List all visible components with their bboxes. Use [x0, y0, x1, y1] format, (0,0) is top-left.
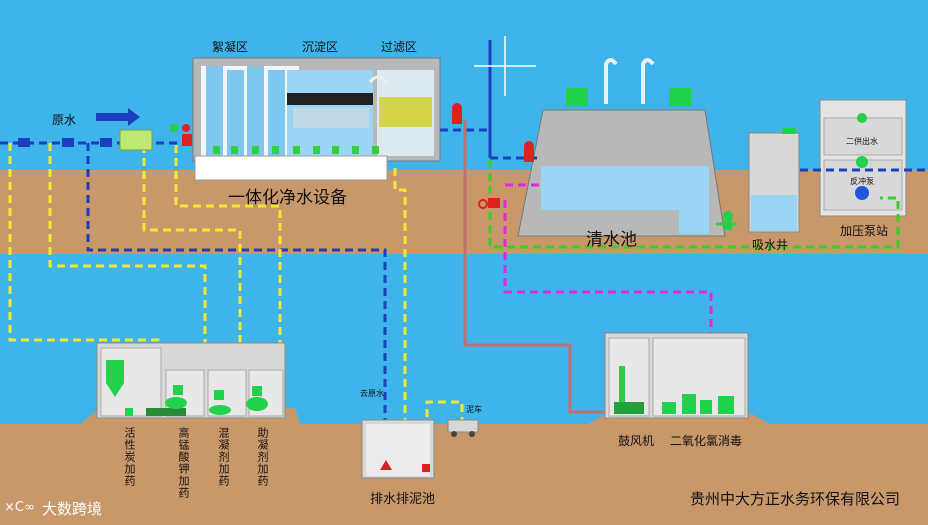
- sedimentation-zone-label: 沉淀区: [302, 40, 339, 54]
- static-mixer: [119, 129, 153, 151]
- suction-well: [748, 128, 800, 233]
- dosing-label-permanganate: 高锰酸钾加药: [177, 427, 190, 499]
- vent-box-right: [669, 88, 691, 106]
- watermark-logo: ×C∞: [4, 500, 35, 515]
- booster-station-label: 加压泵站: [840, 224, 889, 238]
- dosing-label-flocculant-aid: 助凝剂加药: [256, 427, 269, 487]
- filter-media: [379, 97, 432, 127]
- to-raw-water-label: 去原水: [360, 389, 384, 398]
- raw-water-label: 原水: [52, 113, 77, 127]
- dosing-label-carbon: 活性炭加药: [123, 427, 136, 487]
- company-name: 贵州中大方正水务环保有限公司: [690, 490, 901, 508]
- secondary-supply-out-label: 二供出水: [846, 137, 878, 146]
- carbon-hopper: [106, 360, 124, 397]
- equipment-base: [194, 155, 388, 181]
- blower-label: 鼓风机: [618, 434, 655, 448]
- clear-water-tank: [517, 58, 726, 237]
- raw-water-valves: [18, 124, 192, 151]
- sludge-truck-label: 泥车: [466, 405, 482, 414]
- disinfection-room: [604, 332, 749, 419]
- dosing-label-coagulant: 混凝剂加药: [217, 427, 230, 487]
- backwash-pipe: [488, 160, 900, 249]
- drain-sludge-tank-label: 排水排泥池: [370, 492, 436, 507]
- vent-pipe-right: [641, 58, 655, 104]
- crosshair-marker: [474, 36, 536, 96]
- drain-pipe: [463, 120, 612, 414]
- integrated-equipment: [192, 57, 441, 181]
- inclined-tube-pack: [287, 93, 373, 105]
- dosing-room: [96, 342, 286, 419]
- filtration-zone-label: 过滤区: [381, 40, 418, 54]
- integrated-equipment-label: 一体化净水设备: [228, 188, 347, 208]
- vent-box-left: [566, 88, 588, 106]
- backwash-pump-label: 反冲泵: [850, 177, 874, 186]
- sludge-truck: [447, 419, 479, 433]
- vent-pipe-left: [604, 58, 618, 104]
- aeration-nozzles: [213, 146, 379, 154]
- suction-well-label: 吸水井: [752, 238, 789, 252]
- clear-water-tank-label: 清水池: [586, 230, 637, 250]
- sludge-layer: [293, 108, 369, 128]
- flow-direction-arrow: [96, 108, 140, 126]
- flocculation-zone-label: 絮凝区: [212, 40, 249, 54]
- lift-pump: [723, 211, 733, 221]
- raw-water-pipe: [0, 128, 928, 420]
- chlorine-dioxide-label: 二氧化氯消毒: [670, 434, 743, 448]
- red-valves: [452, 103, 534, 209]
- lower-ground: [0, 424, 928, 525]
- drain-sludge-pit: [361, 419, 479, 479]
- watermark-text: 大数跨境: [42, 500, 103, 518]
